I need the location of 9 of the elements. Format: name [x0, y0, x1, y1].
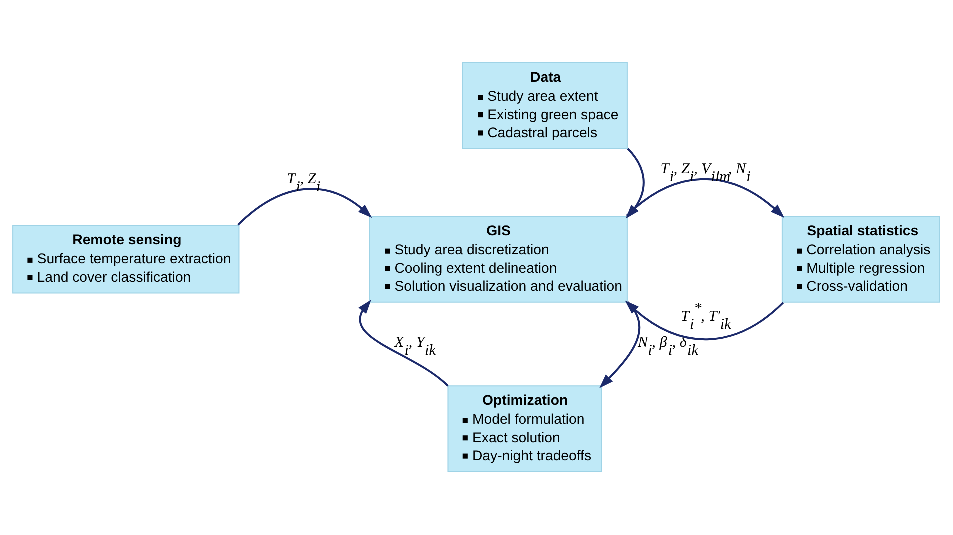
node-box: Remote sensing Surface temperature extraction Land cover classification [12, 225, 240, 294]
arrow [625, 300, 784, 340]
arrow [358, 300, 449, 387]
node-box: Spatial statistics Correlation analysis Multiple regression Cross-validation [782, 216, 940, 303]
arrow [238, 188, 372, 226]
node-box: Optimization Model formulation Exact solution Day-night tradeoffs [448, 386, 602, 472]
node-box: GIS Study area discretization Cooling extent delineation Solution visualization and evaluation [369, 216, 628, 303]
arrow [600, 302, 641, 388]
node-box: Data Study area extent Existing green space Cadastral parcels [462, 62, 628, 150]
